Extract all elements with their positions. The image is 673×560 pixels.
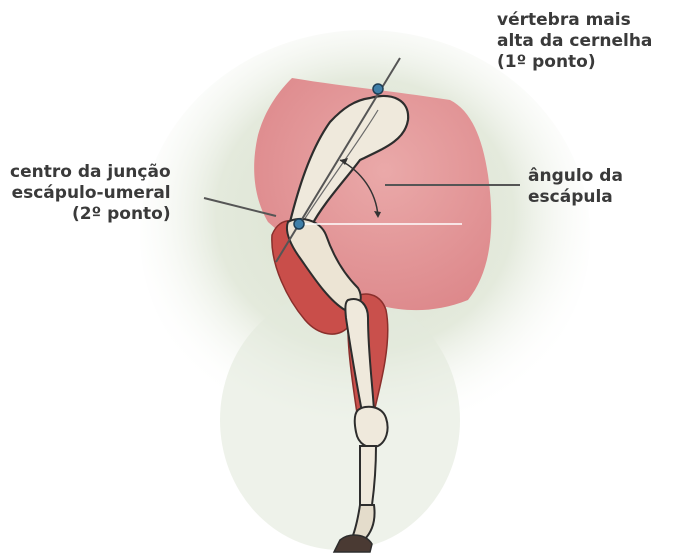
label-first-point: vértebra mais alta da cernelha (1º ponto… xyxy=(497,10,652,73)
label-line: ângulo da xyxy=(528,166,623,187)
label-line: centro da junção xyxy=(10,162,171,183)
label-scapula-angle: ângulo da escápula xyxy=(528,166,623,208)
label-line: alta da cernelha xyxy=(497,31,652,52)
first-point-marker xyxy=(373,84,383,94)
label-line: (1º ponto) xyxy=(497,52,652,73)
second-point-marker xyxy=(294,219,304,229)
carpal-bones xyxy=(355,407,388,448)
cannon-bone xyxy=(360,446,376,505)
label-line: (2º ponto) xyxy=(10,204,171,225)
label-line: vértebra mais xyxy=(497,10,652,31)
label-line: escápulo-umeral xyxy=(10,183,171,204)
label-second-point: centro da junção escápulo-umeral (2º pon… xyxy=(10,162,171,225)
label-line: escápula xyxy=(528,187,623,208)
